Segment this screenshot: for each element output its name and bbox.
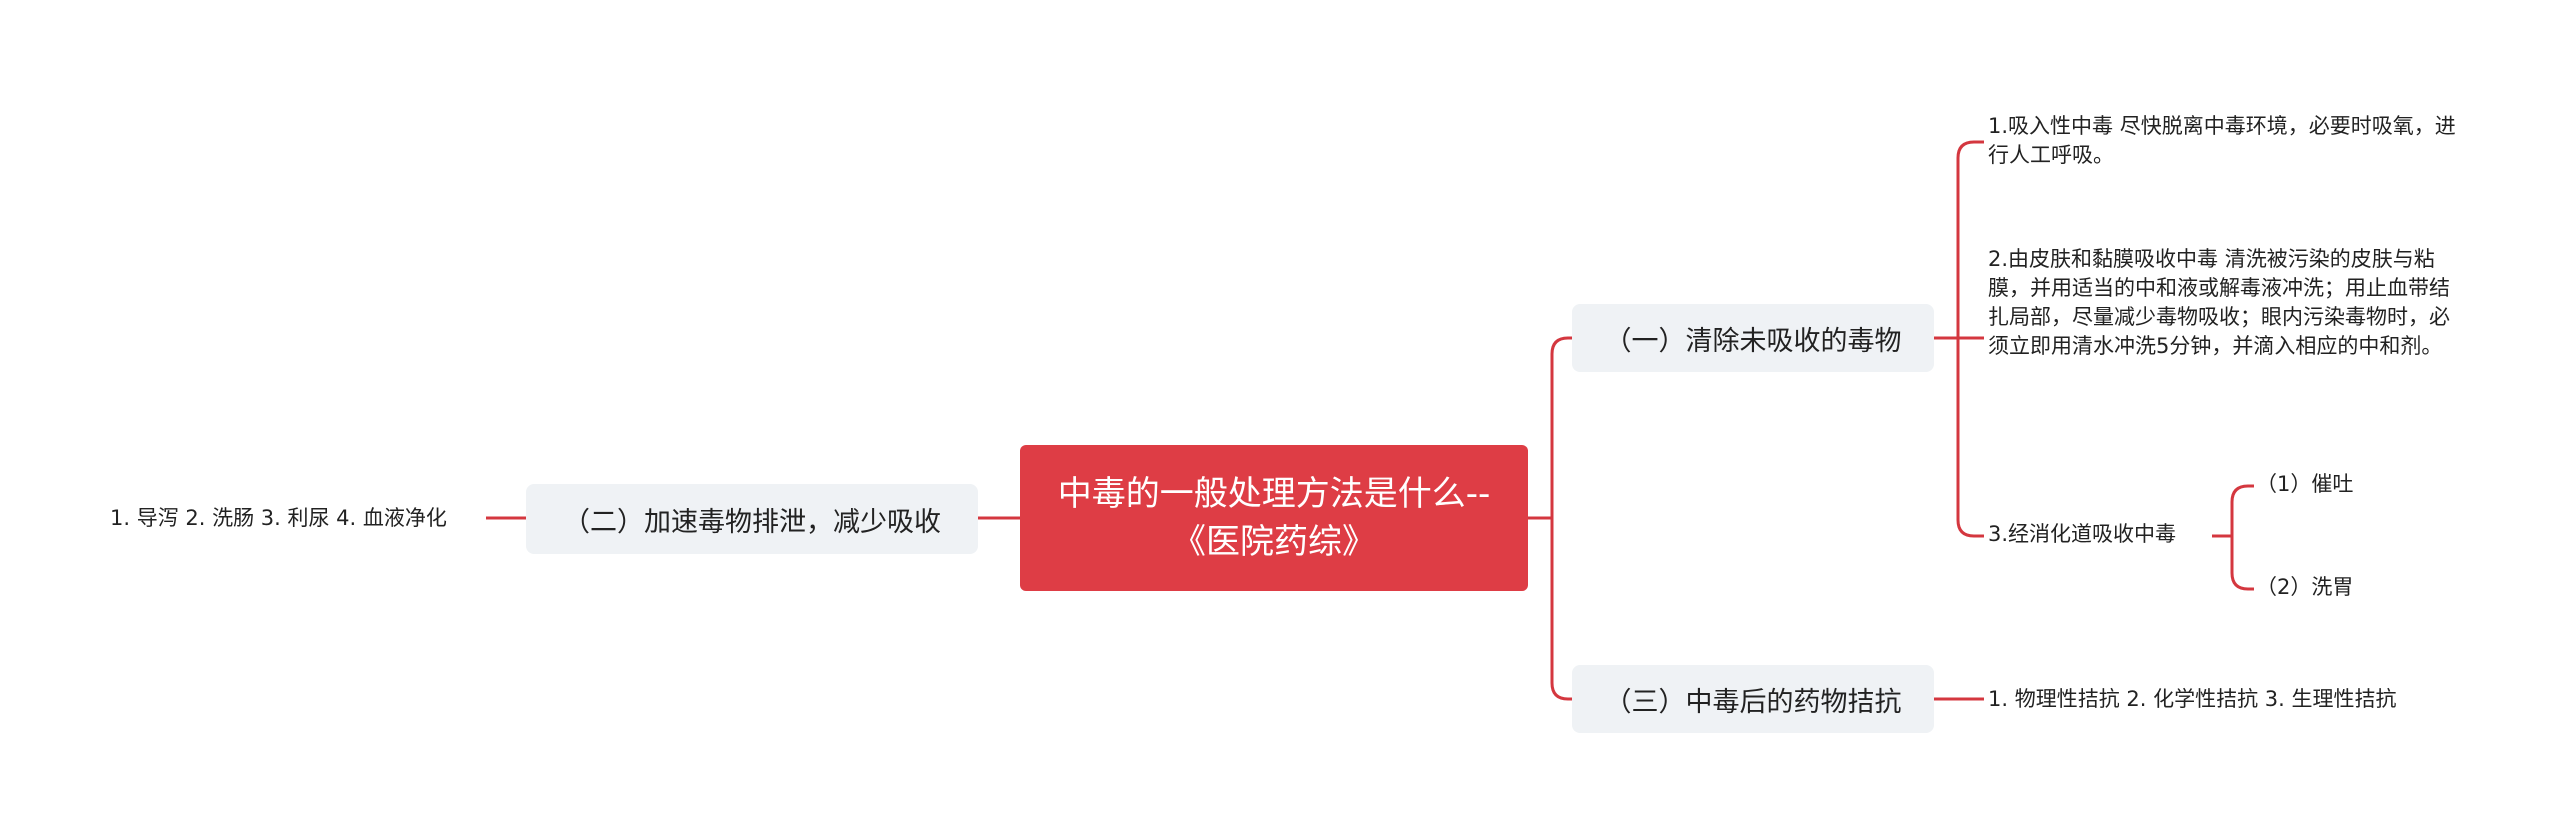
link-to-c3 — [1956, 338, 1984, 538]
link-to-b3 — [1550, 518, 1572, 701]
link-to-c1 — [1956, 140, 1984, 338]
branch-label: （三）中毒后的药物拮抗 — [1604, 686, 1902, 718]
leaf-excretion-methods[interactable]: 1. 导泻 2. 洗肠 3. 利尿 4. 血液净化 — [110, 506, 447, 530]
branch-label: （一）清除未吸收的毒物 — [1604, 325, 1902, 357]
link-to-g1 — [2230, 484, 2254, 536]
leaf-antagonism-types[interactable]: 1. 物理性拮抗 2. 化学性拮抗 3. 生理性拮抗 — [1988, 687, 2397, 711]
root-topic-label: 中毒的一般处理方法是什么--《医院药综》 — [1057, 474, 1491, 562]
branch-drug-antagonism[interactable]: （三）中毒后的药物拮抗 — [1572, 665, 1934, 733]
link-to-b1 — [1550, 336, 1572, 518]
branch-remove-unabsorbed-poison[interactable]: （一）清除未吸收的毒物 — [1572, 304, 1934, 372]
root-topic[interactable]: 中毒的一般处理方法是什么--《医院药综》 — [1020, 445, 1528, 591]
branch-label: （二）加速毒物排泄，减少吸收 — [563, 506, 941, 538]
leaf-induce-vomiting[interactable]: （1）催吐 — [2256, 472, 2354, 496]
leaf-gastric-lavage[interactable]: （2）洗胃 — [2256, 575, 2354, 599]
link-to-g2 — [2230, 536, 2254, 591]
leaf-skin-mucosa-poisoning[interactable]: 2.由皮肤和黏膜吸收中毒 清洗被污染的皮肤与粘膜，并用适当的中和液或解毒液冲洗；… — [1988, 247, 2450, 358]
leaf-inhalation-poisoning[interactable]: 1.吸入性中毒 尽快脱离中毒环境，必要时吸氧，进行人工呼吸。 — [1988, 114, 2456, 167]
leaf-digestive-poisoning[interactable]: 3.经消化道吸收中毒 — [1988, 522, 2177, 546]
branch-accelerate-excretion[interactable]: （二）加速毒物排泄，减少吸收 — [526, 484, 978, 554]
